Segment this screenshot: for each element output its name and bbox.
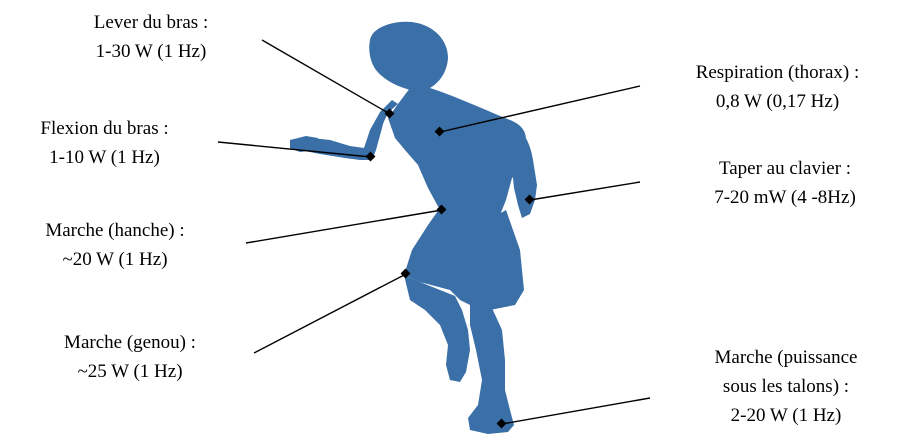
- human-silhouette: [290, 22, 537, 434]
- label-line: ~25 W (1 Hz): [20, 357, 240, 386]
- label-line: Marche (hanche) :: [2, 216, 228, 245]
- label-line: Lever du bras :: [56, 8, 246, 37]
- label-flexion-du-bras: Flexion du bras : 1-10 W (1 Hz): [2, 114, 207, 172]
- label-line: Marche (puissance: [675, 343, 897, 372]
- silhouette-front-leg: [468, 300, 514, 434]
- leader-marche-talons: [502, 398, 650, 424]
- label-line: 1-30 W (1 Hz): [56, 37, 246, 66]
- label-taper-au-clavier: Taper au clavier : 7-20 mW (4 -8Hz): [670, 154, 900, 212]
- label-line: 2-20 W (1 Hz): [675, 401, 897, 430]
- leader-marche-genou: [254, 274, 406, 353]
- label-line: Marche (genou) :: [20, 328, 240, 357]
- label-respiration-thorax: Respiration (thorax) : 0,8 W (0,17 Hz): [655, 58, 900, 116]
- leader-marche-hanche: [246, 210, 442, 243]
- label-lever-du-bras: Lever du bras : 1-30 W (1 Hz): [56, 8, 246, 66]
- label-line: ~20 W (1 Hz): [2, 245, 228, 274]
- label-marche-genou: Marche (genou) : ~25 W (1 Hz): [20, 328, 240, 386]
- label-marche-hanche: Marche (hanche) : ~20 W (1 Hz): [2, 216, 228, 274]
- leader-taper-clavier: [530, 182, 640, 200]
- label-line: 0,8 W (0,17 Hz): [655, 87, 900, 116]
- label-line: 7-20 mW (4 -8Hz): [670, 183, 900, 212]
- silhouette-right-arm: [508, 122, 537, 218]
- silhouette-head: [369, 22, 448, 92]
- label-line: Flexion du bras :: [2, 114, 207, 143]
- label-marche-puissance-talons: Marche (puissance sous les talons) : 2-2…: [675, 343, 897, 430]
- label-line: sous les talons) :: [675, 372, 897, 401]
- label-line: 1-10 W (1 Hz): [2, 143, 207, 172]
- label-line: Respiration (thorax) :: [655, 58, 900, 87]
- label-line: Taper au clavier :: [670, 154, 900, 183]
- silhouette-torso: [388, 88, 526, 220]
